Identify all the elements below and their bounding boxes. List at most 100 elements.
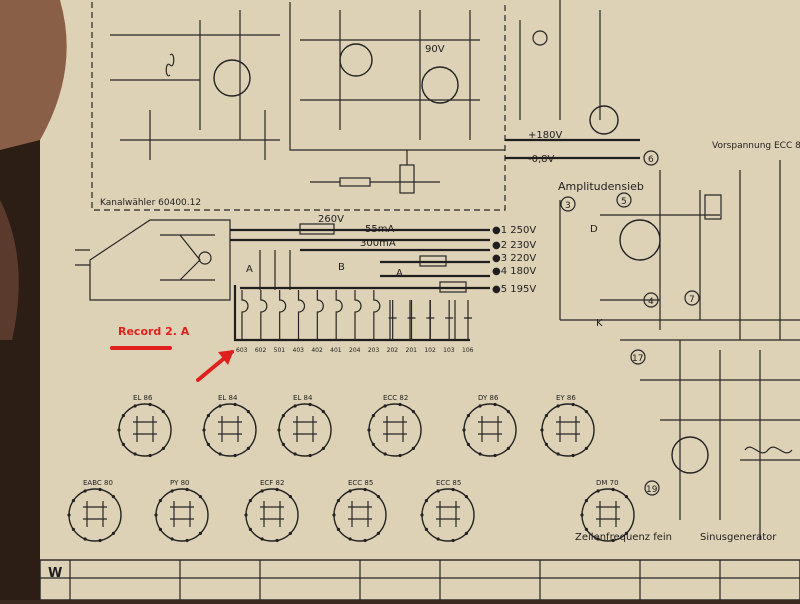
sync-separator-section: Amplitudensieb Vorspannung ECC 8 D K (558, 141, 800, 340)
tube-type-label: EABC 80 (83, 479, 113, 487)
transformer-tr401 (704, 194, 722, 220)
tube-electrodes (596, 501, 620, 527)
tube-pin (451, 487, 455, 492)
letter-a2: A (396, 268, 403, 279)
switch-contact-label: 201 (406, 347, 418, 354)
tube-type-label: ECC 85 (436, 479, 461, 487)
node-17: 17 (632, 354, 643, 364)
tap-2: ●2 230V (492, 240, 536, 251)
tube-pin (246, 446, 250, 450)
tube-pin (293, 404, 297, 408)
tube-pin (584, 499, 589, 503)
tube-pin (321, 446, 325, 450)
tube-pin (506, 410, 510, 414)
tube-pinout: ECC 85 (420, 479, 475, 543)
tube-pin (363, 487, 367, 492)
tube-pin (363, 538, 367, 543)
tube-pin (371, 442, 375, 446)
tube-pin (371, 414, 375, 418)
tube-pin (506, 446, 510, 450)
switch-finger (297, 290, 306, 340)
tuner-tube-1 (213, 59, 251, 97)
tube-pinout: EL 86 (117, 394, 172, 458)
tube-pin (293, 452, 297, 456)
tuner-block: 90V Kanalwähler 60400.12 (91, 2, 506, 211)
tube-pin (424, 499, 428, 503)
tube-pin (436, 489, 440, 493)
tube-pin (336, 527, 340, 532)
switch-contact-label: 401 (330, 347, 342, 354)
tube-pin (67, 513, 71, 517)
tube-pin (71, 527, 75, 532)
label-minus08: -0,8V (528, 154, 555, 165)
switch-finger (260, 290, 268, 340)
tube-pin (98, 538, 102, 543)
oscillator-tube-2 (671, 436, 709, 474)
tube-pin (367, 428, 371, 432)
switch-contact-label: 102 (424, 347, 436, 354)
tube-electrodes (478, 416, 502, 442)
tube-pin (148, 402, 152, 407)
tube-pin (624, 531, 629, 536)
tube-electrodes (348, 501, 372, 527)
tube-pin (170, 537, 174, 541)
label-kanalwaehler: Kanalwähler 60400.12 (100, 198, 201, 208)
holding-finger (0, 0, 67, 150)
tube-pin (451, 538, 455, 543)
tube-pin (611, 538, 615, 543)
tap-3: ●3 220V (492, 253, 536, 264)
switch-finger (464, 300, 472, 340)
component-table: W (39, 559, 800, 601)
horizontal-oscillator-section: Zeilenfrequenz fein Sinusgenerator (575, 339, 800, 543)
label-zeilenfrequenz: Zeilenfrequenz fein (575, 532, 672, 543)
red-annotations: Record 2. A (110, 325, 234, 382)
tap-4: ●4 180V (492, 266, 536, 277)
tube-pin (71, 499, 75, 503)
switch-finger (445, 300, 454, 340)
tube-pin (398, 453, 402, 458)
tube-pin (277, 428, 281, 432)
tube-pinout: ECC 82 (367, 394, 422, 458)
tube-electrodes (436, 501, 460, 527)
supply-rails: +180V -0,8V (505, 0, 640, 165)
tube-type-label: EY 86 (556, 394, 576, 402)
tube-pin (398, 402, 402, 407)
tube-pin (233, 402, 237, 407)
tube-electrodes (83, 501, 107, 527)
tube-pinout: DY 86 (462, 394, 517, 458)
node-markers: 3 5 6 4 7 17 19 (560, 150, 700, 496)
tube-pin (206, 442, 210, 446)
tube-pin (596, 537, 600, 541)
tube-pin (158, 499, 162, 503)
switch-finger (279, 290, 287, 340)
tube-pin (98, 487, 102, 492)
switch-contact-label: 103 (443, 347, 455, 354)
tube-pin (202, 428, 206, 432)
tube-electrodes (170, 501, 194, 527)
hand-shadow-lower (0, 200, 19, 340)
switch-contact-label: 603 (236, 347, 248, 354)
tube-pin (275, 487, 279, 492)
tube-type-label: DM 70 (596, 479, 619, 487)
tube-pin (376, 495, 380, 499)
tube-pin (336, 499, 340, 503)
switch-finger (354, 290, 362, 340)
tube-pin (556, 404, 560, 408)
tube-pinout: PY 80 (154, 479, 209, 543)
tube-pin (260, 489, 264, 493)
node-6: 6 (648, 155, 654, 165)
label-amplitudensieb: Amplitudensieb (558, 180, 644, 193)
tube-pin (383, 452, 387, 456)
node-5: 5 (621, 197, 627, 207)
tube-pin (332, 513, 336, 517)
switch-contact-label: 203 (368, 347, 380, 354)
oscillator-tube (589, 105, 619, 135)
switch-contact-label: 501 (274, 347, 286, 354)
tube-pin (185, 538, 189, 543)
tube-pin (121, 442, 125, 446)
tube-pin (111, 531, 115, 536)
tube-electrodes (293, 416, 317, 442)
tube-pin (376, 531, 380, 536)
